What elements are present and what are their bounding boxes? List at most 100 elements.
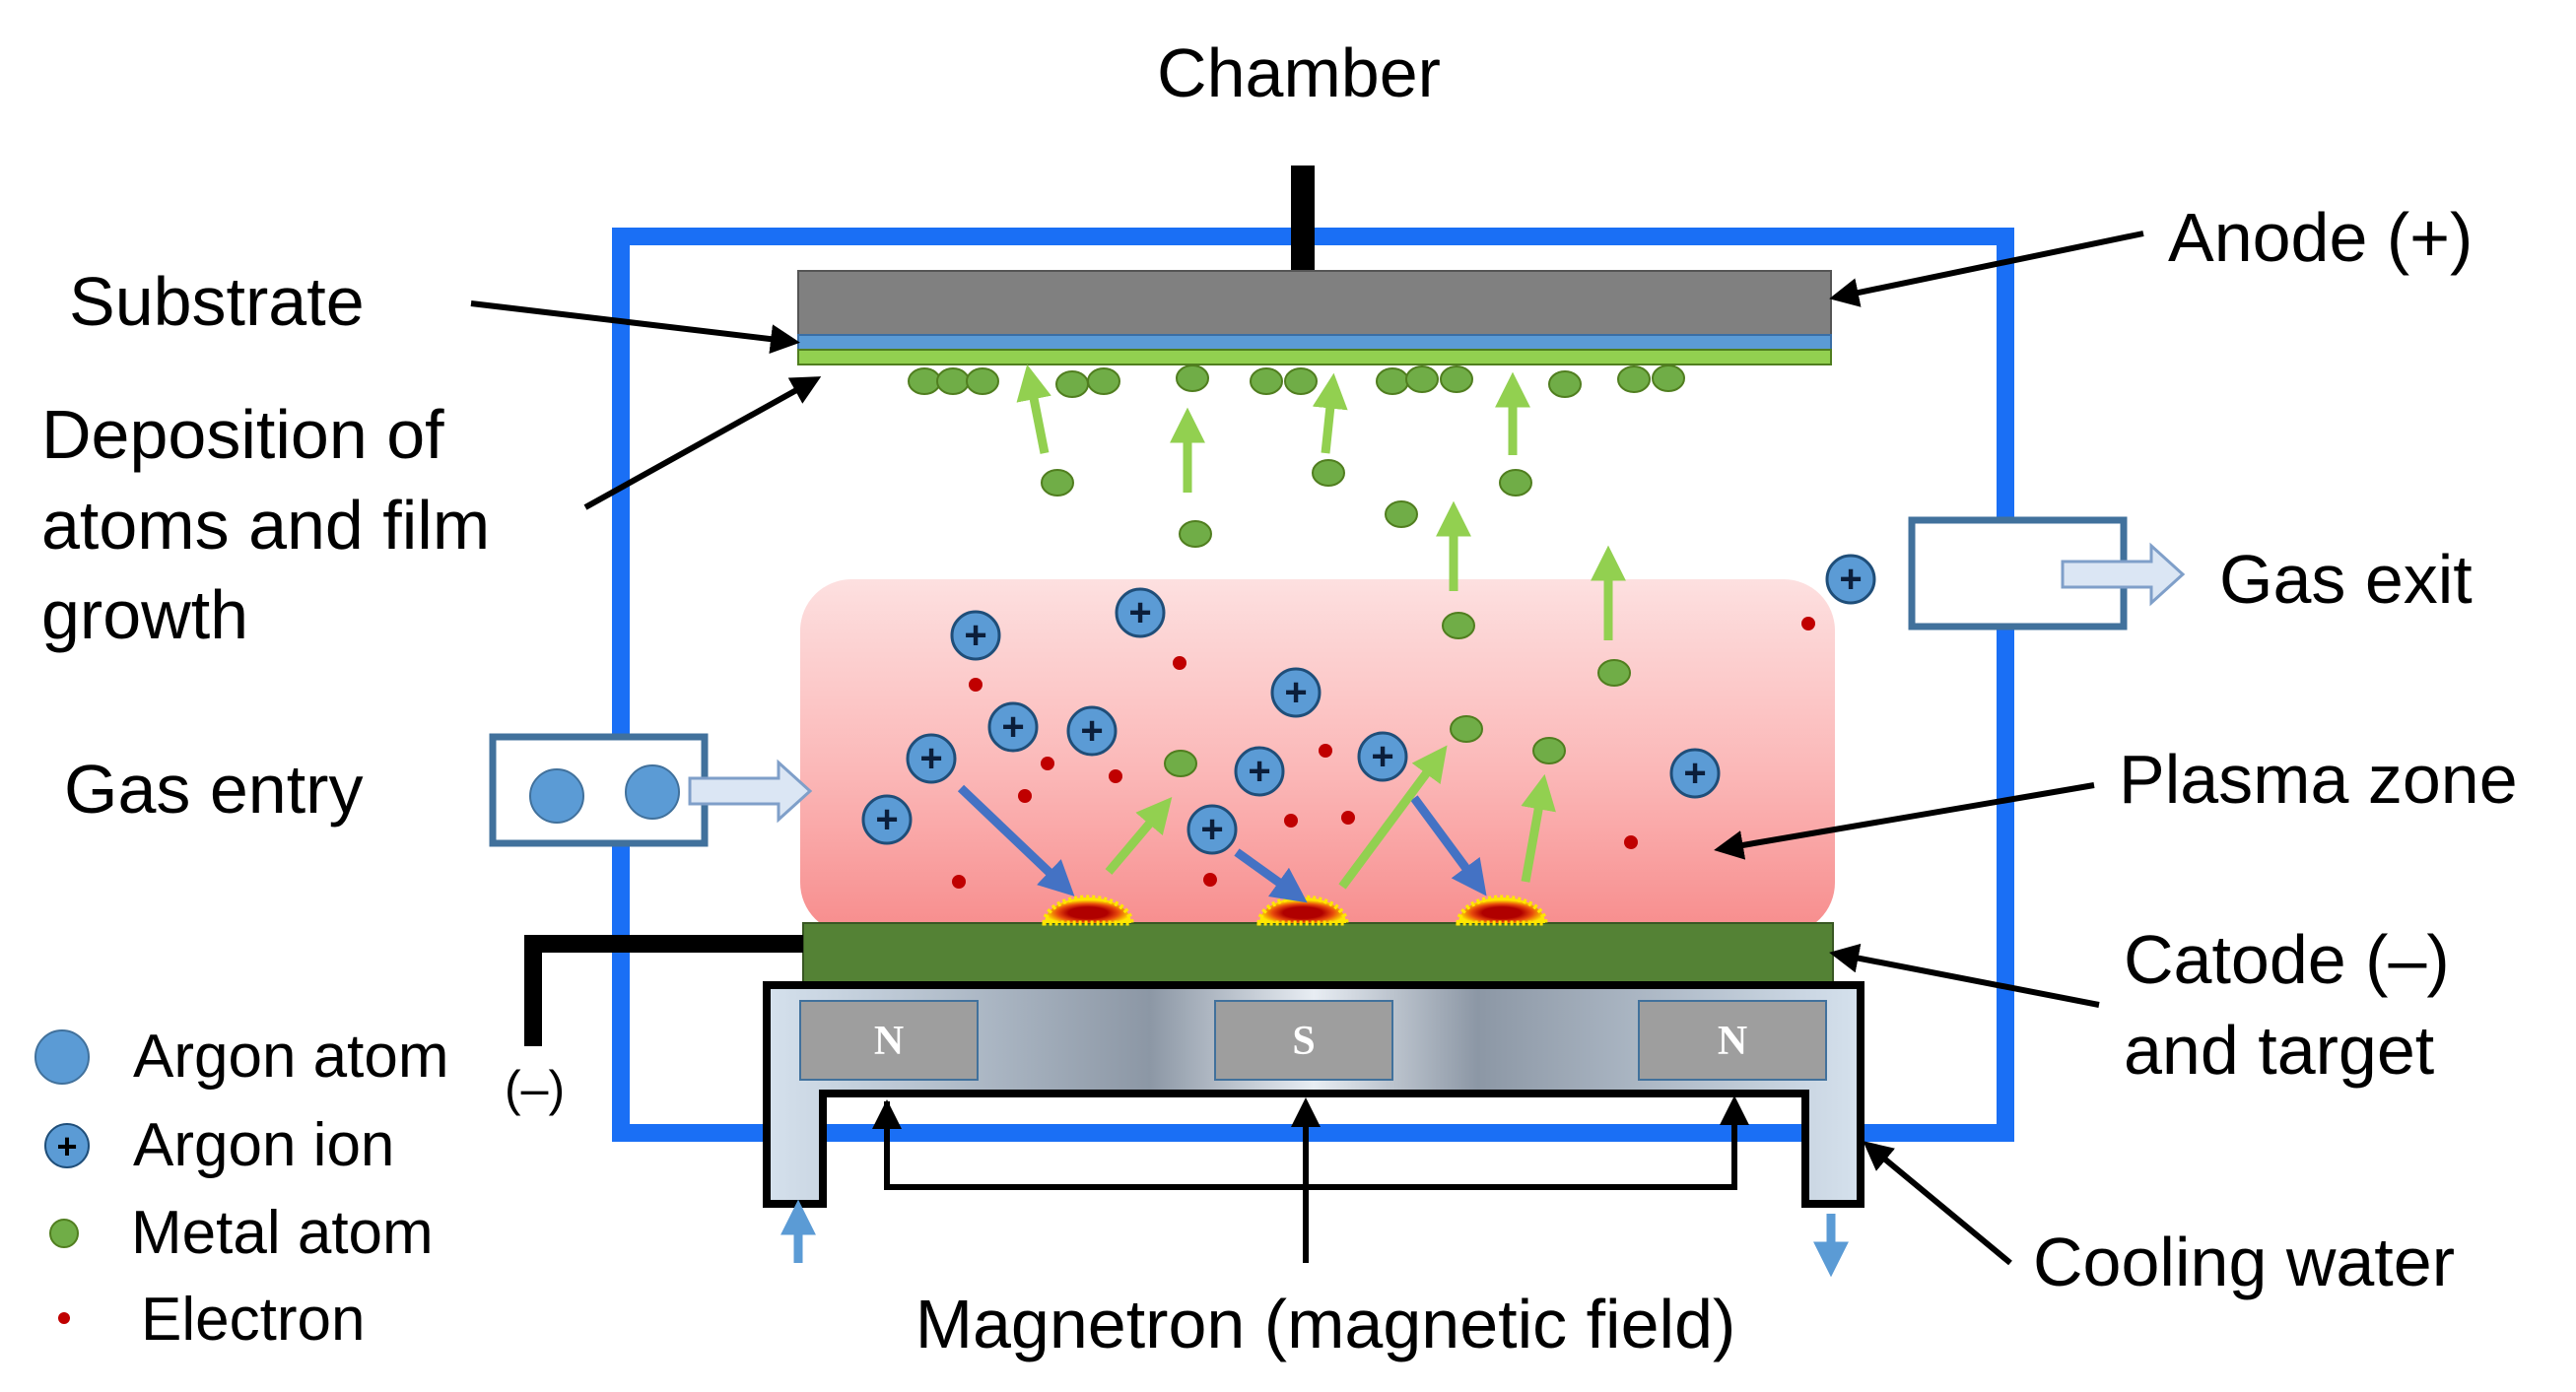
ion-trajectory-arrow (1410, 795, 1487, 896)
electron (1203, 873, 1217, 887)
metal-atom (1405, 365, 1439, 393)
electron (1173, 656, 1186, 670)
argon-ion (906, 733, 957, 784)
magnet-south (1214, 1000, 1393, 1081)
magnet-north-right (1638, 1000, 1827, 1081)
cathode-wire (524, 935, 803, 1046)
legend-metal-atom-label: Metal atom (131, 1199, 434, 1267)
cooling-water-leader (1863, 1141, 2012, 1266)
cathode-leader (1829, 943, 2100, 1008)
legend: Argon atom + Argon ion Metal atom Electr… (34, 1023, 449, 1354)
electron (1319, 744, 1332, 758)
substrate-label: Substrate (69, 263, 365, 340)
metal-atom (1312, 459, 1345, 487)
cooling-water-label: Cooling water (2033, 1224, 2455, 1300)
gas-entry-argon-atom (625, 764, 680, 820)
metal-atom (1164, 750, 1197, 777)
particles: + + + + + + + + + + + + (861, 365, 1876, 889)
metal-atom (1652, 365, 1685, 392)
argon-ion (1825, 554, 1876, 605)
metal-atom (1250, 367, 1283, 395)
legend-argon-atom-icon (34, 1029, 90, 1085)
substrate-leader (470, 300, 800, 355)
metal-atom-arrow (1312, 372, 1348, 454)
argon-ion-plus: + (1248, 750, 1270, 793)
legend-argon-atom-label: Argon atom (133, 1023, 449, 1091)
gas-entry-argon-atom (529, 768, 584, 824)
metal-atom (1284, 367, 1318, 395)
legend-metal-atom-icon (49, 1219, 79, 1248)
argon-ion-plus: + (1200, 808, 1223, 851)
argon-ion (1115, 587, 1166, 638)
deposition-label-line3: growth (41, 576, 248, 653)
argon-ion-plus: + (1371, 735, 1393, 778)
metal-atom-arrow (1016, 364, 1051, 454)
magnetic-field-line (884, 1095, 1749, 1190)
deposition-label-line2: atoms and film (41, 487, 490, 563)
argon-ion-plus: + (1284, 671, 1307, 714)
gas-exit-arrow (2061, 542, 2186, 607)
target-erosion-glow (1256, 895, 1349, 926)
magnet-north-left-label: N (874, 1019, 904, 1064)
metal-atom (1499, 469, 1532, 497)
anode-rod (1291, 166, 1315, 274)
argon-ion-plus: + (1683, 752, 1706, 795)
metal-atom (1617, 365, 1651, 393)
metal-atom (1532, 737, 1566, 764)
metal-atom (966, 367, 999, 395)
argon-ion-plus: + (1080, 709, 1103, 753)
electron (1801, 617, 1815, 630)
argon-ion (1186, 804, 1238, 855)
argon-ion-plus: + (1839, 558, 1862, 601)
metal-atom (1055, 370, 1089, 398)
metal-atom (1597, 659, 1631, 687)
anode-label: Anode (+) (2168, 199, 2473, 276)
metal-atom (1176, 365, 1209, 392)
electron (1624, 835, 1638, 849)
metal-atom (1440, 365, 1473, 393)
anode-plate (797, 270, 1832, 336)
metal-atom (936, 367, 970, 395)
electron (952, 875, 966, 889)
magnet-north-left (799, 1000, 979, 1081)
metal-atom (1376, 367, 1409, 395)
argon-ion-plus: + (964, 614, 986, 657)
substrate-layer (797, 334, 1832, 351)
legend-argon-ion-label: Argon ion (133, 1111, 394, 1179)
cathode-target (802, 922, 1834, 985)
argon-ion-plus: + (875, 798, 898, 841)
argon-ion-plus: + (1001, 705, 1024, 749)
metal-atom-arrow (1338, 745, 1448, 890)
metal-atom (1087, 367, 1120, 395)
deposition-leader (583, 376, 822, 510)
anode-leader (1829, 231, 2144, 307)
magnet-north-right-label: N (1718, 1019, 1747, 1064)
argon-ion-plus: + (919, 737, 942, 780)
metal-atom (1548, 370, 1582, 398)
metal-atom (1450, 715, 1483, 743)
legend-electron-icon (58, 1312, 70, 1324)
plasma-zone-label: Plasma zone (2119, 741, 2518, 818)
metal-atom-arrow (1105, 797, 1173, 875)
gas-exit-label: Gas exit (2219, 541, 2473, 618)
chamber-label: Chamber (1157, 34, 1441, 111)
magnet-south-label: S (1292, 1019, 1315, 1064)
gas-entry-arrow (688, 759, 813, 824)
electron (969, 678, 983, 692)
electron (1041, 757, 1054, 770)
legend-argon-ion-plus: + (56, 1126, 77, 1166)
argon-ion-plus: + (1128, 591, 1151, 634)
legend-electron-label: Electron (141, 1286, 365, 1354)
argon-ion (1357, 731, 1408, 782)
argon-ion (950, 610, 1001, 661)
argon-ion (861, 794, 913, 845)
cathode-terminal-label: (–) (505, 1061, 565, 1116)
metal-atom-arrow (1521, 773, 1556, 883)
magnetron-label: Magnetron (magnetic field) (915, 1286, 1736, 1362)
metal-atom (1442, 612, 1475, 639)
argon-ion (1234, 746, 1285, 797)
argon-ion (1066, 705, 1118, 757)
deposition-label-line1: Deposition of (41, 396, 444, 473)
plasma-zone (800, 579, 1835, 934)
ion-trajectory-arrow (957, 784, 1075, 896)
